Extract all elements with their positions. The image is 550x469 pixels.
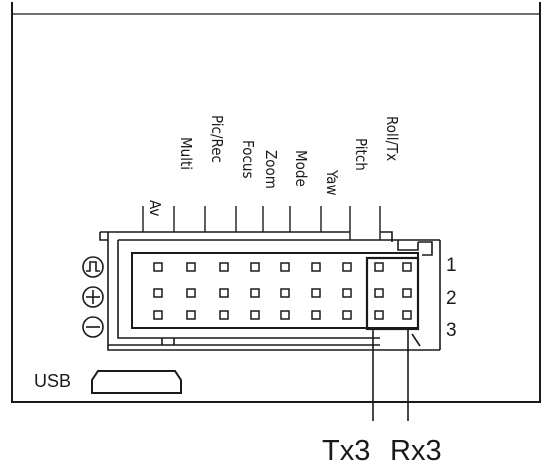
pin-labels: Av Multi Pic/Rec Focus Zoom Mode Yaw Pit… bbox=[146, 115, 401, 216]
uart-callout-lines bbox=[372, 329, 409, 421]
pin-label-yaw: Yaw bbox=[323, 169, 341, 195]
label-leader-lines bbox=[142, 206, 381, 240]
connector-body bbox=[99, 231, 441, 351]
usb-label: USB bbox=[34, 371, 71, 391]
pin-label-mode: Mode bbox=[292, 150, 310, 187]
row-number-2: 2 bbox=[446, 288, 457, 309]
pin-label-multi: Multi bbox=[177, 137, 195, 170]
plus-circle-icon bbox=[82, 286, 104, 308]
row-number-3: 3 bbox=[446, 320, 457, 341]
pin-label-roll-tx: Roll/Tx bbox=[383, 116, 401, 161]
housing-outline bbox=[11, 2, 541, 403]
pin-label-av: Av bbox=[146, 200, 164, 216]
pin-label-zoom: Zoom bbox=[262, 150, 280, 189]
row-number-1: 1 bbox=[446, 255, 457, 276]
uart-pin-highlight bbox=[365, 256, 420, 331]
pin-label-focus: Focus bbox=[239, 140, 257, 179]
rx3-label: Rx3 bbox=[390, 435, 442, 467]
minus-circle-icon bbox=[82, 316, 104, 338]
tx3-label: Tx3 bbox=[322, 435, 370, 467]
pin-label-pitch: Pitch bbox=[352, 138, 370, 171]
pwm-signal-icon bbox=[82, 256, 104, 278]
pin-grid bbox=[153, 262, 412, 320]
usb-port-icon bbox=[91, 370, 182, 394]
pin-label-pic-rec: Pic/Rec bbox=[208, 115, 226, 163]
